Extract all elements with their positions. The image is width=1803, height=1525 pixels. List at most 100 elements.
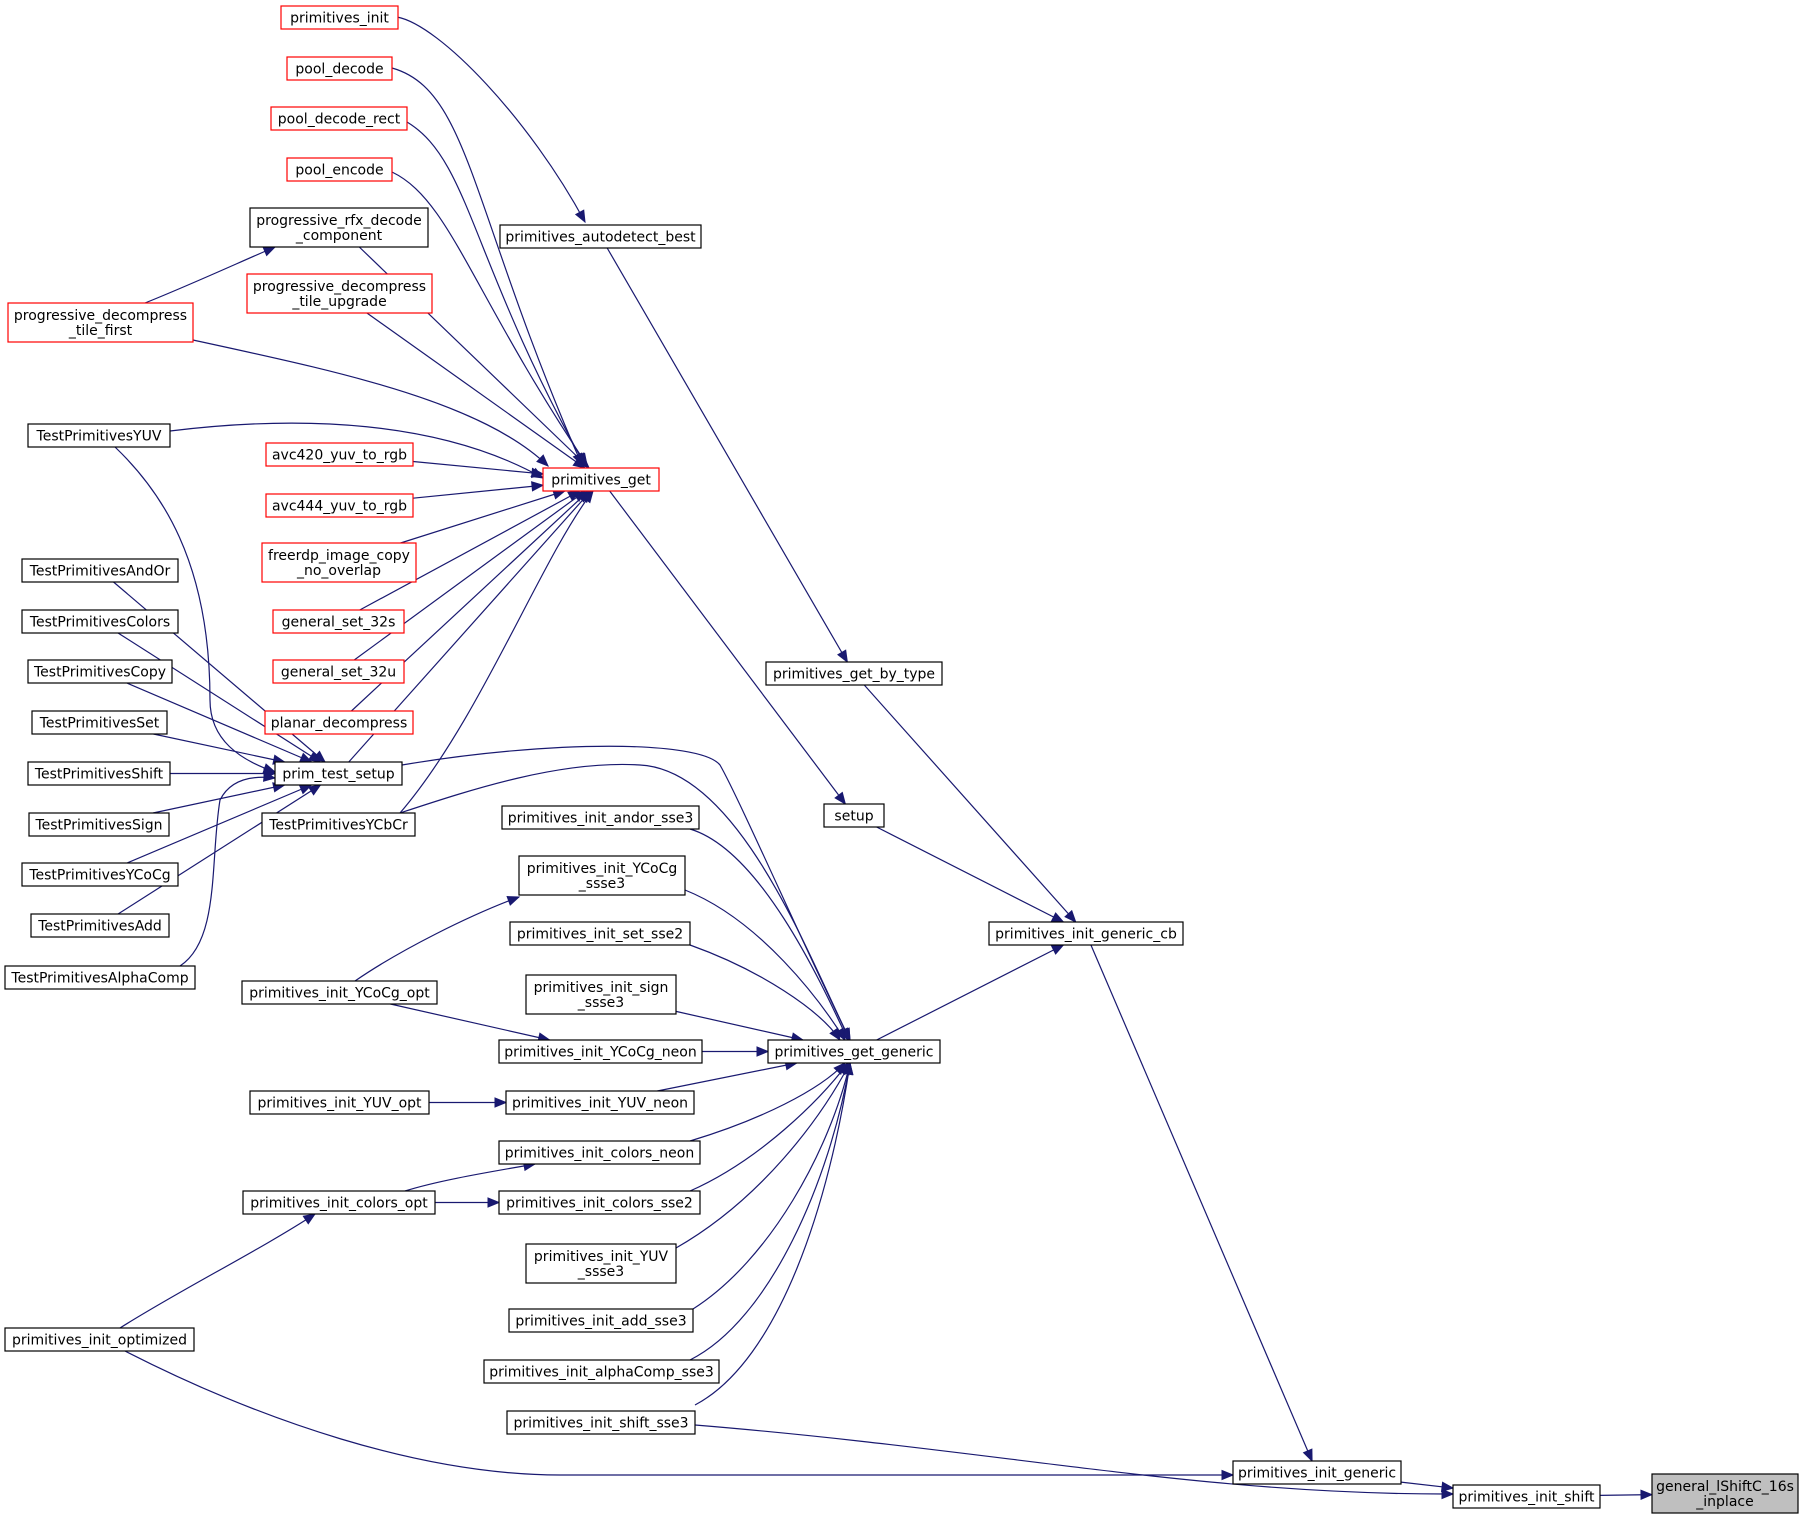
node-primitives_init_YUV_opt[interactable]: primitives_init_YUV_opt [249, 1090, 430, 1115]
edge-primitives_init_generic_cb-to-primitives_init_generic-arrowhead [1302, 1448, 1313, 1463]
node-primitives_init_set_sse2[interactable]: primitives_init_set_sse2 [509, 921, 691, 946]
node-avc444_yuv_to_rgb[interactable]: avc444_yuv_to_rgb [265, 493, 414, 518]
edge-primitives_init-to-primitives_autodetect_best [396, 16, 586, 223]
node-primitives_init_add_sse3-label: primitives_init_add_sse3 [515, 1314, 686, 1330]
node-general_set_32s[interactable]: general_set_32s [272, 609, 405, 634]
node-TestPrimitivesCopy-label: TestPrimitivesCopy [33, 665, 166, 681]
node-primitives_autodetect_best-label: primitives_autodetect_best [505, 230, 696, 246]
edge-TestPrimitivesAdd-to-prim_test_setup [117, 784, 321, 915]
node-progressive_rfx_decode_component-label: progressive_rfx_decode [256, 213, 421, 229]
node-primitives_init_shift-label: primitives_init_shift [1458, 1490, 1595, 1506]
edge-progressive_decompress_tile_upgrade-to-primitives_get [366, 312, 586, 469]
node-primitives_init_generic[interactable]: primitives_init_generic [1232, 1460, 1402, 1485]
node-primitives_get_generic[interactable]: primitives_get_generic [767, 1039, 941, 1064]
edge-TestPrimitivesAdd-to-prim_test_setup-arrowhead [307, 784, 322, 796]
node-TestPrimitivesAndOr[interactable]: TestPrimitivesAndOr [21, 558, 179, 583]
node-TestPrimitivesAlphaComp[interactable]: TestPrimitivesAlphaComp [4, 965, 196, 990]
node-primitives_autodetect_best[interactable]: primitives_autodetect_best [499, 224, 702, 249]
node-primitives_init_YCoCg_opt[interactable]: primitives_init_YCoCg_opt [241, 980, 438, 1005]
node-TestPrimitivesColors[interactable]: TestPrimitivesColors [21, 609, 179, 634]
node-primitives_get_by_type-box [765, 661, 943, 686]
node-TestPrimitivesAdd-box [30, 913, 170, 938]
node-primitives_init_YUV_neon[interactable]: primitives_init_YUV_neon [505, 1090, 695, 1115]
node-TestPrimitivesColors-box [21, 609, 179, 634]
node-progressive_decompress_tile_upgrade-box [246, 273, 433, 314]
edge-progressive_decompress_tile_first-to-progressive_rfx_decode_component [144, 246, 276, 304]
node-freerdp_image_copy_no_overlap-label: _no_overlap [296, 563, 381, 579]
node-prim_test_setup-box [274, 761, 403, 786]
node-primitives_get-label: primitives_get [551, 473, 651, 489]
node-primitives_get[interactable]: primitives_get [542, 467, 660, 492]
node-primitives_init_generic_cb[interactable]: primitives_init_generic_cb [988, 921, 1184, 946]
edge-primitives_init_generic-to-primitives_init_shift-arrowhead [1440, 1481, 1455, 1492]
node-freerdp_image_copy_no_overlap[interactable]: freerdp_image_copy_no_overlap [261, 542, 417, 583]
edge-freerdp_image_copy_no_overlap-to-primitives_get [400, 490, 565, 544]
node-TestPrimitivesYCoCg[interactable]: TestPrimitivesYCoCg [21, 862, 179, 887]
node-TestPrimitivesSign-box [28, 812, 170, 837]
node-primitives_init_andor_sse3[interactable]: primitives_init_andor_sse3 [501, 805, 700, 830]
node-general_set_32u-box [272, 659, 405, 684]
node-TestPrimitivesSet[interactable]: TestPrimitivesSet [31, 710, 168, 735]
node-primitives_init_colors_opt[interactable]: primitives_init_colors_opt [242, 1190, 436, 1215]
node-primitives_init_shift_sse3[interactable]: primitives_init_shift_sse3 [506, 1410, 696, 1435]
node-primitives_init_colors_sse2[interactable]: primitives_init_colors_sse2 [498, 1190, 701, 1215]
node-primitives_init_colors_opt-box [242, 1190, 436, 1215]
node-progressive_decompress_tile_first[interactable]: progressive_decompress_tile_first [7, 302, 194, 343]
edge-primitives_init_shift_sse3-to-primitives_get_generic [694, 1062, 851, 1406]
node-general_lShiftC_16s_inplace[interactable]: general_lShiftC_16s_inplace [1651, 1473, 1799, 1514]
node-TestPrimitivesAdd-label: TestPrimitivesAdd [37, 919, 162, 935]
node-primitives_get_by_type[interactable]: primitives_get_by_type [765, 661, 943, 686]
edge-TestPrimitivesColors-to-prim_test_setup-arrowhead [307, 751, 322, 763]
node-TestPrimitivesYUV[interactable]: TestPrimitivesYUV [27, 423, 171, 448]
node-pool_decode[interactable]: pool_decode [286, 56, 393, 81]
node-primitives_init_add_sse3-box [508, 1308, 694, 1333]
node-primitives_init_sign_ssse3[interactable]: primitives_init_sign_ssse3 [525, 974, 677, 1015]
node-primitives_init-box [280, 5, 399, 30]
node-TestPrimitivesSign[interactable]: TestPrimitivesSign [28, 812, 170, 837]
edge-primitives_init_optimized-to-primitives_init_generic [124, 1350, 1233, 1476]
node-TestPrimitivesAlphaComp-box [4, 965, 196, 990]
node-primitives_init_alphaComp_sse3[interactable]: primitives_init_alphaComp_sse3 [483, 1359, 720, 1384]
node-primitives_init-label: primitives_init [290, 11, 389, 27]
edge-TestPrimitivesYCoCg-to-prim_test_setup [126, 784, 312, 864]
node-primitives_init_YUV_ssse3-label: _ssse3 [577, 1264, 624, 1280]
node-primitives_init_YUV_neon-box [505, 1090, 695, 1115]
node-setup-label: setup [834, 809, 873, 825]
node-prim_test_setup[interactable]: prim_test_setup [274, 761, 403, 786]
node-avc420_yuv_to_rgb[interactable]: avc420_yuv_to_rgb [265, 442, 414, 467]
node-pool_decode_rect[interactable]: pool_decode_rect [270, 106, 408, 131]
node-avc420_yuv_to_rgb-box [265, 442, 414, 467]
node-prim_test_setup-label: prim_test_setup [282, 767, 394, 783]
edge-primitives_init_YCoCg_opt-to-primitives_init_YCoCg_ssse3 [354, 896, 520, 982]
node-progressive_decompress_tile_upgrade[interactable]: progressive_decompress_tile_upgrade [246, 273, 433, 314]
node-primitives_init_shift[interactable]: primitives_init_shift [1452, 1484, 1601, 1509]
node-primitives_init[interactable]: primitives_init [280, 5, 399, 30]
edge-primitives_init_YUV_opt-to-primitives_init_YUV_neon-arrowhead [494, 1097, 508, 1108]
edge-primitives_init_shift_sse3-to-primitives_init_shift [694, 1424, 1454, 1495]
node-pool_encode[interactable]: pool_encode [286, 157, 393, 182]
node-progressive_rfx_decode_component[interactable]: progressive_rfx_decode_component [249, 207, 429, 248]
node-primitives_init_add_sse3[interactable]: primitives_init_add_sse3 [508, 1308, 694, 1333]
node-TestPrimitivesColors-label: TestPrimitivesColors [29, 615, 170, 631]
node-primitives_init_optimized[interactable]: primitives_init_optimized [4, 1327, 195, 1352]
node-primitives_init_colors_neon[interactable]: primitives_init_colors_neon [498, 1140, 701, 1165]
edge-primitives_init_YCoCg_opt-to-primitives_init_YCoCg_neon [390, 1003, 550, 1041]
edge-primitives_init_YUV_ssse3-to-primitives_get_generic [675, 1062, 851, 1249]
node-setup[interactable]: setup [823, 803, 885, 828]
node-TestPrimitivesCopy[interactable]: TestPrimitivesCopy [27, 659, 173, 684]
node-progressive_rfx_decode_component-label: _component [295, 228, 383, 244]
node-TestPrimitivesShift[interactable]: TestPrimitivesShift [27, 761, 171, 786]
node-TestPrimitivesAdd[interactable]: TestPrimitivesAdd [30, 913, 170, 938]
node-primitives_init_YCoCg_neon[interactable]: primitives_init_YCoCg_neon [498, 1039, 703, 1064]
node-TestPrimitivesYCbCr[interactable]: TestPrimitivesYCbCr [261, 812, 416, 837]
edge-primitives_autodetect_best-to-primitives_get_by_type [606, 247, 848, 663]
node-planar_decompress[interactable]: planar_decompress [264, 710, 414, 735]
node-TestPrimitivesShift-box [27, 761, 171, 786]
node-general_set_32s-box [272, 609, 405, 634]
node-primitives_init_YUV_ssse3[interactable]: primitives_init_YUV_ssse3 [525, 1243, 677, 1284]
node-avc444_yuv_to_rgb-box [265, 493, 414, 518]
node-primitives_init_shift-box [1452, 1484, 1601, 1509]
node-general_set_32u[interactable]: general_set_32u [272, 659, 405, 684]
node-primitives_init_alphaComp_sse3-box [483, 1359, 720, 1384]
node-primitives_init_YCoCg_ssse3[interactable]: primitives_init_YCoCg_ssse3 [518, 855, 686, 896]
